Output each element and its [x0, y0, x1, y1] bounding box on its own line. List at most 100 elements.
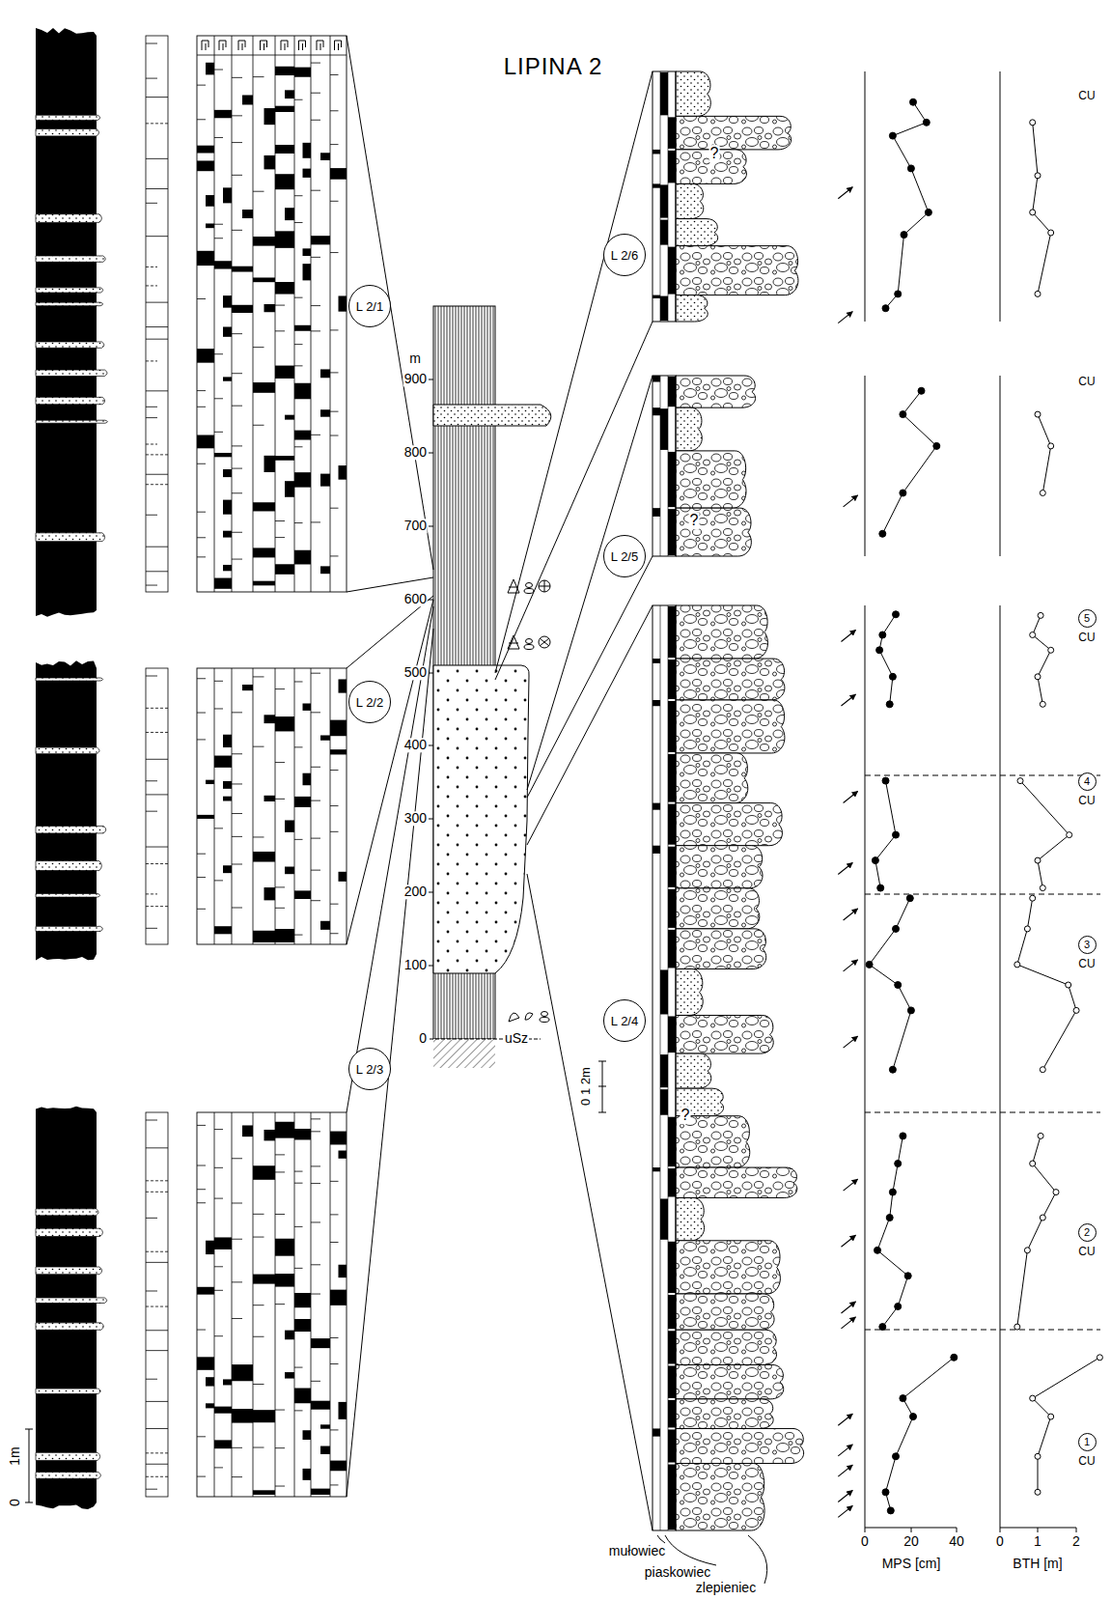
mudstone-cell	[652, 407, 661, 416]
feature-cell	[205, 1402, 215, 1408]
paleocurrent-arrow	[843, 1035, 859, 1048]
feature-cell	[222, 469, 232, 477]
feature-tick	[214, 223, 223, 225]
mudstone-cell	[652, 699, 661, 706]
feature-tick	[310, 1293, 321, 1295]
feature-tick	[330, 1241, 339, 1243]
feature-cell	[284, 89, 295, 99]
sandstone-bed	[35, 287, 104, 293]
feature-cell	[222, 780, 232, 789]
mps-point	[882, 1488, 889, 1496]
feature-cell	[231, 1408, 253, 1423]
feature-cell	[330, 1289, 347, 1306]
feature-cell	[214, 1406, 232, 1414]
feature-cell	[338, 1264, 348, 1278]
feature-cell	[242, 1124, 253, 1137]
grid-line	[214, 35, 216, 592]
sandstone-bed	[675, 219, 719, 247]
feature-cell	[222, 864, 232, 873]
mps-line	[886, 102, 929, 309]
feature-cell	[252, 851, 276, 862]
sandstone-bed	[35, 747, 100, 754]
lithology-cell	[667, 804, 676, 845]
lithology-cell	[660, 220, 668, 246]
lithology-cell	[667, 606, 676, 658]
feature-tick	[310, 190, 321, 192]
feature-cell	[303, 1429, 312, 1440]
bth-point	[1029, 632, 1036, 639]
feature-tick	[196, 908, 206, 910]
bth-line	[1037, 414, 1052, 493]
feature-cell	[310, 1337, 331, 1348]
mps-point	[871, 857, 879, 864]
feature-cell	[320, 920, 331, 930]
conglomerate-bed	[675, 888, 760, 929]
sandstone-bed	[35, 1322, 104, 1330]
feature-tick	[214, 431, 223, 433]
structure-tick	[145, 793, 168, 795]
mps-point	[879, 1323, 887, 1331]
bth-point	[1029, 894, 1036, 901]
structure-tick	[145, 483, 168, 485]
structure-tick	[145, 1217, 158, 1219]
feature-tick	[310, 1130, 321, 1132]
mudstone-cell	[652, 1166, 661, 1171]
feature-cell	[294, 472, 311, 487]
feature-tick	[310, 672, 321, 674]
scale-label: 0 1 2m	[579, 1065, 593, 1107]
feature-cell	[214, 452, 232, 457]
feature-tick	[310, 92, 321, 94]
sandstone-bed	[35, 419, 108, 423]
jagged-base	[35, 1501, 97, 1509]
feature-tick	[310, 800, 321, 802]
feature-cell	[303, 142, 312, 159]
mps-point	[892, 611, 900, 618]
mps-point	[888, 132, 896, 139]
feature-tick	[231, 711, 243, 713]
feature-cell	[320, 152, 331, 161]
mudstone-cell	[652, 658, 661, 664]
feature-tick	[196, 406, 206, 408]
feature-cell	[294, 796, 311, 807]
sandstone-bed	[675, 183, 704, 219]
feature-tick	[231, 812, 243, 814]
bth-point	[1066, 832, 1073, 838]
feature-tick	[231, 752, 243, 754]
feature-cell	[275, 1273, 295, 1287]
feature-cell	[294, 889, 311, 899]
structure-tick	[145, 1305, 168, 1307]
structure-tick	[145, 1191, 168, 1193]
mps-point	[874, 1246, 882, 1253]
header-symbol	[316, 40, 324, 51]
bth-line	[1020, 780, 1070, 889]
feature-cell	[338, 1401, 348, 1419]
feature-cell	[303, 248, 312, 256]
mps-point	[917, 387, 925, 394]
feature-tick	[231, 114, 243, 116]
feature-cell	[284, 819, 295, 832]
mps-point	[924, 208, 932, 216]
feature-tick	[214, 707, 223, 709]
lithology-cell	[667, 376, 676, 407]
sandstone-bed	[675, 407, 702, 451]
structure-tick	[145, 473, 168, 475]
feature-cell	[320, 473, 331, 487]
feature-cell	[294, 1128, 311, 1139]
structure-tick	[145, 731, 168, 733]
strip-divider	[660, 375, 668, 556]
bth-line	[1017, 897, 1077, 1069]
feature-cell	[205, 194, 215, 207]
depth-number: 0	[417, 1030, 428, 1046]
depth-number: 800	[403, 444, 428, 460]
paleocurrent-arrow	[843, 495, 859, 507]
structure-column	[145, 35, 168, 592]
structure-tick	[145, 1451, 168, 1453]
feature-cell	[264, 795, 277, 802]
header-symbol	[280, 40, 288, 51]
feature-tick	[275, 1213, 285, 1215]
sandstone-bed	[35, 677, 104, 681]
feature-tick	[310, 1182, 321, 1184]
feature-cell	[231, 266, 253, 273]
feature-cell	[294, 67, 311, 78]
lithology-cell	[667, 888, 676, 928]
